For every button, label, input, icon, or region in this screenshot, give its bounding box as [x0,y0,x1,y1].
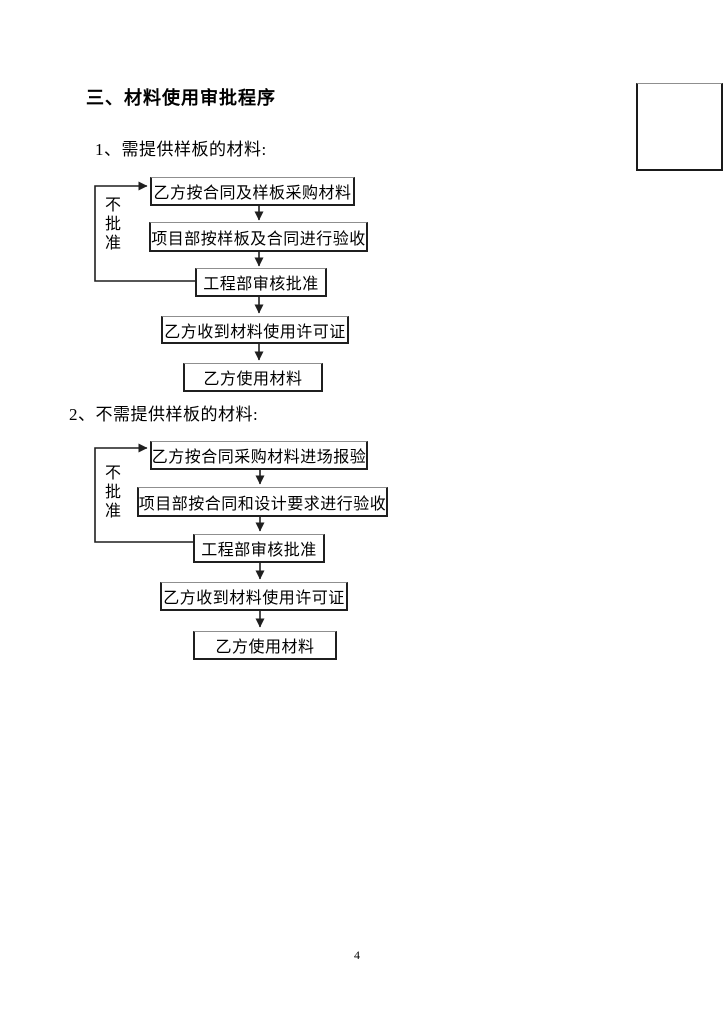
page-number: 4 [354,948,360,962]
fc2-step-box-3: 工程部审核批准 [193,534,325,563]
flowchart1-heading: 1、需提供样板的材料: [95,140,267,159]
fc2-reject-loop-arrow [94,443,194,543]
section-title: 三、材料使用审批程序 [86,88,276,108]
fc2-step-box-2: 项目部按合同和设计要求进行验收 [137,487,388,517]
fc1-step-box-5: 乙方使用材料 [183,363,323,392]
fc1-step-box-1: 乙方按合同及样板采购材料 [150,177,355,206]
fc1-step-box-3: 工程部审核批准 [195,268,327,297]
fc2-step-box-1: 乙方按合同采购材料进场报验 [150,441,368,470]
fc2-step-box-4: 乙方收到材料使用许可证 [160,582,348,611]
fc2-reject-label: 不批准 [104,464,122,521]
fc1-reject-label: 不批准 [104,196,122,253]
fc2-step-box-5: 乙方使用材料 [193,631,337,660]
fc1-step-box-4: 乙方收到材料使用许可证 [161,316,349,344]
empty-frame [636,83,723,171]
fc1-step-box-2: 项目部按样板及合同进行验收 [149,222,368,252]
fc1-reject-loop-arrow [94,181,195,282]
flowchart2-heading: 2、不需提供样板的材料: [69,405,259,424]
